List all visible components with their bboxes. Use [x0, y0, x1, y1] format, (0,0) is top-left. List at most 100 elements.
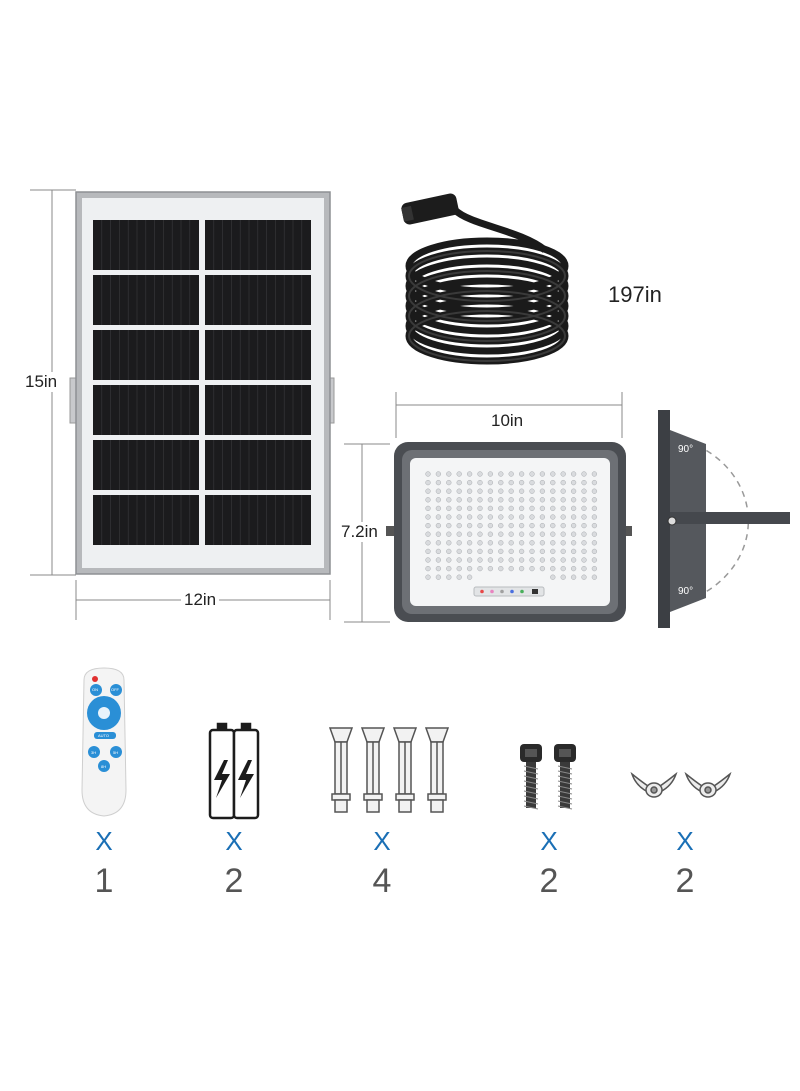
led [487, 557, 494, 563]
led [425, 497, 431, 503]
led [435, 497, 442, 503]
batteries-multiplier: X [225, 826, 243, 856]
led [591, 531, 598, 537]
led [466, 522, 473, 529]
led [498, 505, 504, 512]
led [466, 565, 473, 572]
led [591, 540, 598, 546]
remote-5h-label: 5H [113, 750, 119, 755]
light-width-label: 10in [488, 411, 527, 431]
led [539, 548, 546, 555]
remote-on-label: ON [92, 687, 98, 692]
led [456, 574, 462, 580]
led [508, 531, 514, 537]
led [466, 471, 473, 477]
led [591, 522, 598, 529]
led [498, 540, 504, 546]
led [539, 522, 546, 529]
remote-quantity: 1 [94, 862, 114, 900]
led [550, 505, 556, 512]
led [477, 505, 483, 512]
led [508, 497, 514, 503]
led [456, 540, 462, 546]
led [560, 505, 566, 512]
led [466, 514, 473, 520]
solar-cell [93, 440, 199, 490]
wing-nut [630, 771, 678, 798]
led [518, 488, 525, 494]
led [477, 531, 483, 537]
solar-cell [205, 495, 311, 545]
solar-cell [93, 330, 199, 380]
led [446, 531, 452, 537]
led [477, 514, 483, 520]
led [570, 505, 577, 512]
remote-multiplier: X [95, 826, 113, 856]
led [508, 514, 514, 520]
led [425, 540, 431, 546]
led [560, 522, 566, 529]
led [550, 574, 556, 580]
led [435, 548, 442, 555]
led [498, 531, 504, 537]
led [581, 471, 587, 477]
led [539, 557, 546, 563]
led [487, 505, 494, 512]
led [570, 574, 577, 580]
led [477, 471, 483, 477]
solar-cell [205, 275, 311, 325]
led [550, 540, 556, 546]
led [539, 565, 546, 572]
led [477, 540, 483, 546]
led [570, 479, 577, 486]
led [539, 531, 546, 537]
led [529, 471, 535, 477]
led [466, 557, 473, 563]
led [477, 479, 483, 486]
led [446, 479, 452, 486]
led [529, 497, 535, 503]
led [435, 471, 442, 477]
solar-cell [93, 495, 199, 545]
led [487, 497, 494, 503]
led [508, 471, 514, 477]
led [581, 505, 587, 512]
led [550, 514, 556, 520]
led [581, 540, 587, 546]
led [487, 531, 494, 537]
led [456, 497, 462, 503]
led [560, 488, 566, 494]
led [466, 531, 473, 537]
led [529, 531, 535, 537]
led [529, 548, 535, 555]
led [435, 479, 442, 486]
led [498, 488, 504, 494]
led [435, 488, 442, 494]
led [487, 540, 494, 546]
panel-height-label: 15in [22, 372, 61, 392]
led [508, 522, 514, 529]
led [466, 574, 473, 580]
led [529, 557, 535, 563]
led [487, 548, 494, 555]
bracket-angle-bottom-label: 90° [678, 586, 694, 597]
led [466, 497, 473, 503]
led [456, 522, 462, 529]
led [446, 497, 452, 503]
led [591, 565, 598, 572]
led [456, 479, 462, 486]
anchor [424, 727, 450, 813]
led [487, 522, 494, 529]
led [498, 548, 504, 555]
led [466, 479, 473, 486]
led [498, 522, 504, 529]
led [518, 565, 525, 572]
led [435, 565, 442, 572]
led [456, 488, 462, 494]
anchors-multiplier: X [373, 826, 391, 856]
led [570, 514, 577, 520]
led [466, 540, 473, 546]
